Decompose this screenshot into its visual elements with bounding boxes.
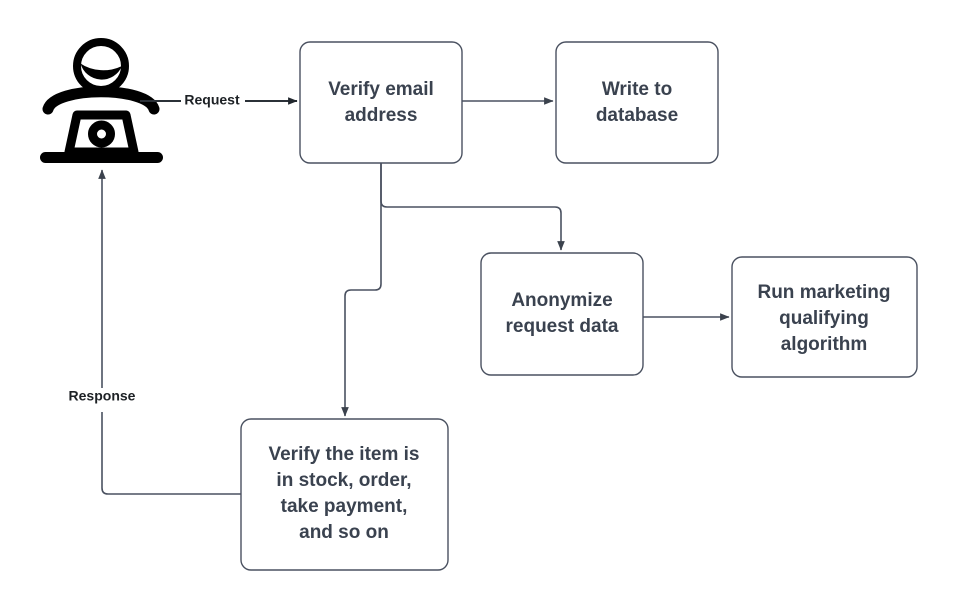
node-run-marketing-line-1: Run marketing [757,282,890,303]
edge-response-line-lower [101,412,241,495]
actor-face-band-icon [80,63,122,80]
node-anonymize-request-line-1: Anonymize [511,290,612,311]
node-write-database[interactable]: Write to database [555,41,719,164]
node-anonymize-request-line-2: request data [506,316,619,337]
edge-request-label: Request [184,92,240,108]
node-verify-email-line-1: Verify email [328,79,434,100]
actor-shoulders-icon [42,86,160,115]
edge-response: Response [69,169,241,495]
node-run-marketing-line-3: algorithm [781,334,868,355]
node-verify-item-line-1: Verify the item is [268,444,419,465]
edge-verify-email-to-verify-item [341,163,382,417]
node-verify-item-line-2: in stock, order, [276,470,411,491]
node-run-marketing-line-2: qualifying [779,308,869,329]
node-verify-item-box[interactable] [240,418,449,571]
edge-response-label: Response [69,388,136,404]
node-run-marketing-box[interactable] [731,256,918,378]
node-write-database-line-1: Write to [602,79,672,100]
node-verify-item[interactable]: Verify the item is in stock, order, take… [240,418,449,571]
node-anonymize-request-box[interactable] [480,252,644,376]
laptop-camera-icon [88,120,115,148]
edge-verify-email-to-anonymize [380,163,565,251]
node-verify-email[interactable]: Verify email address [299,41,463,164]
person-at-laptop-icon [40,38,163,163]
node-verify-email-box[interactable] [299,41,463,164]
node-write-database-box[interactable] [555,41,719,164]
edge-request: Request [140,92,298,108]
node-write-database-line-2: database [596,105,678,126]
laptop-base-icon [40,152,163,163]
node-verify-item-line-4: and so on [299,522,389,543]
node-verify-item-line-3: take payment, [281,496,408,517]
node-verify-email-line-2: address [345,105,418,126]
node-anonymize-request[interactable]: Anonymize request data [480,252,644,376]
node-run-marketing[interactable]: Run marketing qualifying algorithm [731,256,918,378]
